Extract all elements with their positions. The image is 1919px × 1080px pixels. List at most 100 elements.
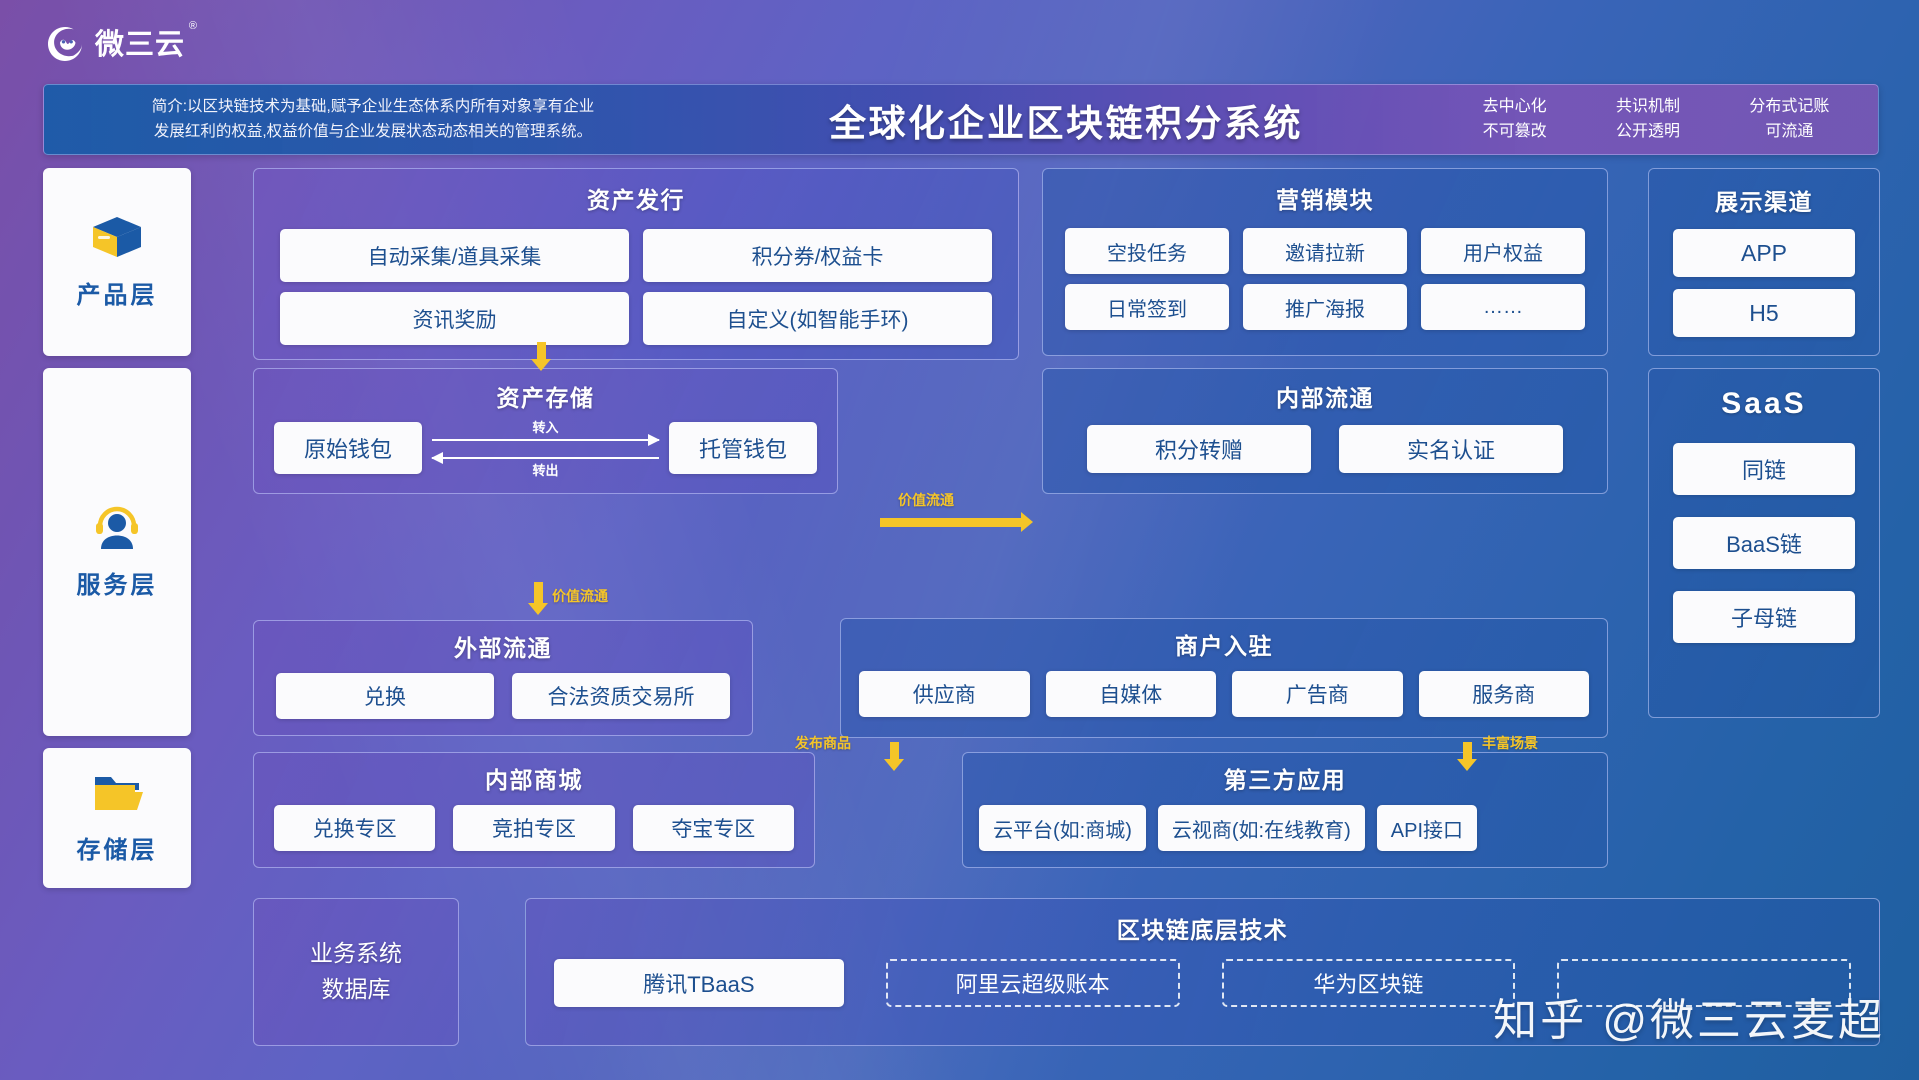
business-db-line2: 数据库 <box>321 976 391 1002</box>
chip-api-interface[interactable]: API接口 <box>1376 805 1478 851</box>
chip-original-wallet[interactable]: 原始钱包 <box>274 422 422 474</box>
layer-rail: 产品层 服务层 存储层 <box>43 168 191 888</box>
chip-service-provider[interactable]: 服务商 <box>1418 671 1589 717</box>
chip-same-chain[interactable]: 同链 <box>1673 443 1855 495</box>
marketing-items: 空投任务 邀请拉新 用户权益 日常签到 推广海报 …… <box>1043 215 1607 330</box>
internal-circulation-items: 积分转赠 实名认证 <box>1043 413 1607 473</box>
panel-asset-issuance: 资产发行 自动采集/道具采集 积分券/权益卡 资讯奖励 自定义(如智能手环) <box>253 168 1019 360</box>
flow-arrow-publish-goods-icon <box>884 742 904 771</box>
panel-external-circulation: 外部流通 兑换 合法资质交易所 <box>253 620 753 736</box>
chip-app[interactable]: APP <box>1673 229 1855 277</box>
banner-tag-1-line1: 共识机制 <box>1615 97 1680 115</box>
wallet-transfer-arrows: 转入 转出 <box>426 417 665 479</box>
chip-supplier[interactable]: 供应商 <box>859 671 1030 717</box>
panel-third-party-app: 第三方应用 云平台(如:商城) 云视商(如:在线教育) API接口 <box>962 752 1608 868</box>
banner-tag-0-line2: 不可篡改 <box>1482 122 1547 140</box>
chip-real-name-auth[interactable]: 实名认证 <box>1339 425 1563 473</box>
chip-self-media[interactable]: 自媒体 <box>1045 671 1216 717</box>
banner-tag-0: 去中心化 不可篡改 <box>1483 95 1547 145</box>
blockchain-base-items: 腾讯TBaaS 阿里云超级账本 华为区块链 <box>526 945 1879 1007</box>
wallet-transfer-row: 原始钱包 转入 转出 托管钱包 <box>254 417 837 479</box>
chip-baas-chain[interactable]: BaaS链 <box>1673 517 1855 569</box>
chip-tencent-tbaas[interactable]: 腾讯TBaaS <box>554 959 844 1007</box>
layer-card-storage: 存储层 <box>43 748 191 888</box>
internal-mall-items: 兑换专区 竞拍专区 夺宝专区 <box>254 795 814 851</box>
panel-blockchain-base-tech: 区块链底层技术 腾讯TBaaS 阿里云超级账本 华为区块链 <box>525 898 1880 1046</box>
chip-more-ellipsis[interactable]: …… <box>1421 284 1585 330</box>
panel-asset-issuance-title: 资产发行 <box>587 187 685 213</box>
chip-news-reward[interactable]: 资讯奖励 <box>280 292 629 345</box>
brand-name: 微三云 <box>95 28 186 61</box>
panel-business-system-db: 业务系统 数据库 <box>253 898 459 1046</box>
chip-auto-collect[interactable]: 自动采集/道具采集 <box>280 229 629 282</box>
panel-asset-storage-title: 资产存储 <box>496 385 595 411</box>
chip-points-voucher[interactable]: 积分券/权益卡 <box>643 229 992 282</box>
banner-intro: 简介:以区块链技术为基础,赋予企业生态体系内所有对象享有企业 发展红利的权益,权… <box>44 95 684 143</box>
business-db-text: 业务系统 数据库 <box>310 936 402 1007</box>
panel-saas-title: SaaS <box>1721 387 1807 420</box>
chip-exchange-zone[interactable]: 兑换专区 <box>274 805 436 851</box>
chip-exchange[interactable]: 兑换 <box>276 673 494 719</box>
layer-label-storage: 存储层 <box>76 837 158 864</box>
chip-promo-poster[interactable]: 推广海报 <box>1243 284 1407 330</box>
chip-auction-zone[interactable]: 竞拍专区 <box>453 805 615 851</box>
panel-saas: SaaS 同链 BaaS链 子母链 <box>1648 368 1880 718</box>
panel-blockchain-base-tech-title: 区块链底层技术 <box>1116 917 1289 943</box>
banner-tag-2-line2: 可流通 <box>1765 122 1814 140</box>
flow-arrow-issuance-to-storage-icon <box>531 342 551 371</box>
panel-merchant-onboarding-title: 商户入驻 <box>1175 633 1273 659</box>
chip-treasure-zone[interactable]: 夺宝专区 <box>632 805 794 851</box>
third-party-app-items: 云平台(如:商城) 云视商(如:在线教育) API接口 <box>963 795 1607 851</box>
banner-tag-2: 分布式记账 可流通 <box>1749 95 1829 145</box>
panel-display-channel-title: 展示渠道 <box>1715 189 1813 215</box>
panel-internal-mall-title: 内部商城 <box>485 767 583 793</box>
chip-huawei-blockchain[interactable]: 华为区块链 <box>1221 959 1516 1007</box>
flow-arrow-storage-to-external-icon <box>528 582 548 615</box>
chip-airdrop-task[interactable]: 空投任务 <box>1065 228 1229 274</box>
chip-invite-new[interactable]: 邀请拉新 <box>1243 228 1407 274</box>
flow-arrow-storage-to-internal-icon <box>880 512 1033 532</box>
panel-marketing-module: 营销模块 空投任务 邀请拉新 用户权益 日常签到 推广海报 …… <box>1042 168 1608 356</box>
layer-label-service: 服务层 <box>76 572 158 599</box>
panel-display-channel: 展示渠道 APP H5 <box>1648 168 1880 356</box>
banner-feature-tags: 去中心化 不可篡改 共识机制 公开透明 分布式记账 可流通 <box>1448 95 1878 145</box>
registered-mark-icon: ® <box>188 20 198 32</box>
flow-label-rich-scenes: 丰富场景 <box>1482 735 1538 751</box>
chip-cloud-platform[interactable]: 云平台(如:商城) <box>979 805 1146 851</box>
chip-advertiser[interactable]: 广告商 <box>1232 671 1403 717</box>
chip-custom-device[interactable]: 自定义(如智能手环) <box>643 292 992 345</box>
transfer-in-label: 转入 <box>532 420 559 435</box>
panel-marketing-title: 营销模块 <box>1276 187 1374 213</box>
flow-arrow-rich-scenes-icon <box>1457 742 1477 771</box>
chip-parent-child-chain[interactable]: 子母链 <box>1673 591 1855 643</box>
panel-internal-circulation: 内部流通 积分转赠 实名认证 <box>1042 368 1608 494</box>
chip-daily-checkin[interactable]: 日常签到 <box>1065 284 1229 330</box>
business-db-line1: 业务系统 <box>310 940 402 967</box>
chip-h5[interactable]: H5 <box>1673 289 1855 337</box>
layer-label-product: 产品层 <box>76 282 158 309</box>
chip-blockchain-extra[interactable] <box>1557 959 1851 1007</box>
chip-cloud-video-commerce[interactable]: 云视商(如:在线教育) <box>1157 805 1365 851</box>
transfer-out-arrow-icon <box>431 452 659 464</box>
merchant-onboarding-items: 供应商 自媒体 广告商 服务商 <box>841 661 1607 717</box>
transfer-in-arrow-icon <box>432 434 660 446</box>
banner-tag-2-line1: 分布式记账 <box>1749 97 1830 115</box>
chip-aliyun-hyperledger[interactable]: 阿里云超级账本 <box>885 959 1180 1007</box>
banner-tag-1: 共识机制 公开透明 <box>1616 95 1680 145</box>
brand-logo: 微三云 ® <box>44 20 197 66</box>
chip-user-rights[interactable]: 用户权益 <box>1421 228 1585 274</box>
chip-points-transfer[interactable]: 积分转赠 <box>1087 425 1311 473</box>
box-icon <box>91 214 143 265</box>
page-title: 全球化企业区块链积分系统 <box>829 102 1303 144</box>
cloud-swirl-logo-icon <box>44 22 88 66</box>
flow-label-publish-goods: 发布商品 <box>795 735 851 751</box>
panel-internal-circulation-title: 内部流通 <box>1276 385 1374 411</box>
panel-asset-storage: 资产存储 原始钱包 转入 转出 托管钱包 <box>253 368 838 494</box>
chip-licensed-exchange[interactable]: 合法资质交易所 <box>512 673 730 719</box>
banner-intro-line1: 简介:以区块链技术为基础,赋予企业生态体系内所有对象享有企业 <box>151 98 595 116</box>
chip-custody-wallet[interactable]: 托管钱包 <box>669 422 817 474</box>
panel-internal-mall: 内部商城 兑换专区 竞拍专区 夺宝专区 <box>253 752 815 868</box>
panel-external-circulation-title: 外部流通 <box>454 635 552 661</box>
flow-label-storage-to-external: 价值流通 <box>552 588 608 604</box>
banner-tag-1-line2: 公开透明 <box>1615 122 1680 140</box>
